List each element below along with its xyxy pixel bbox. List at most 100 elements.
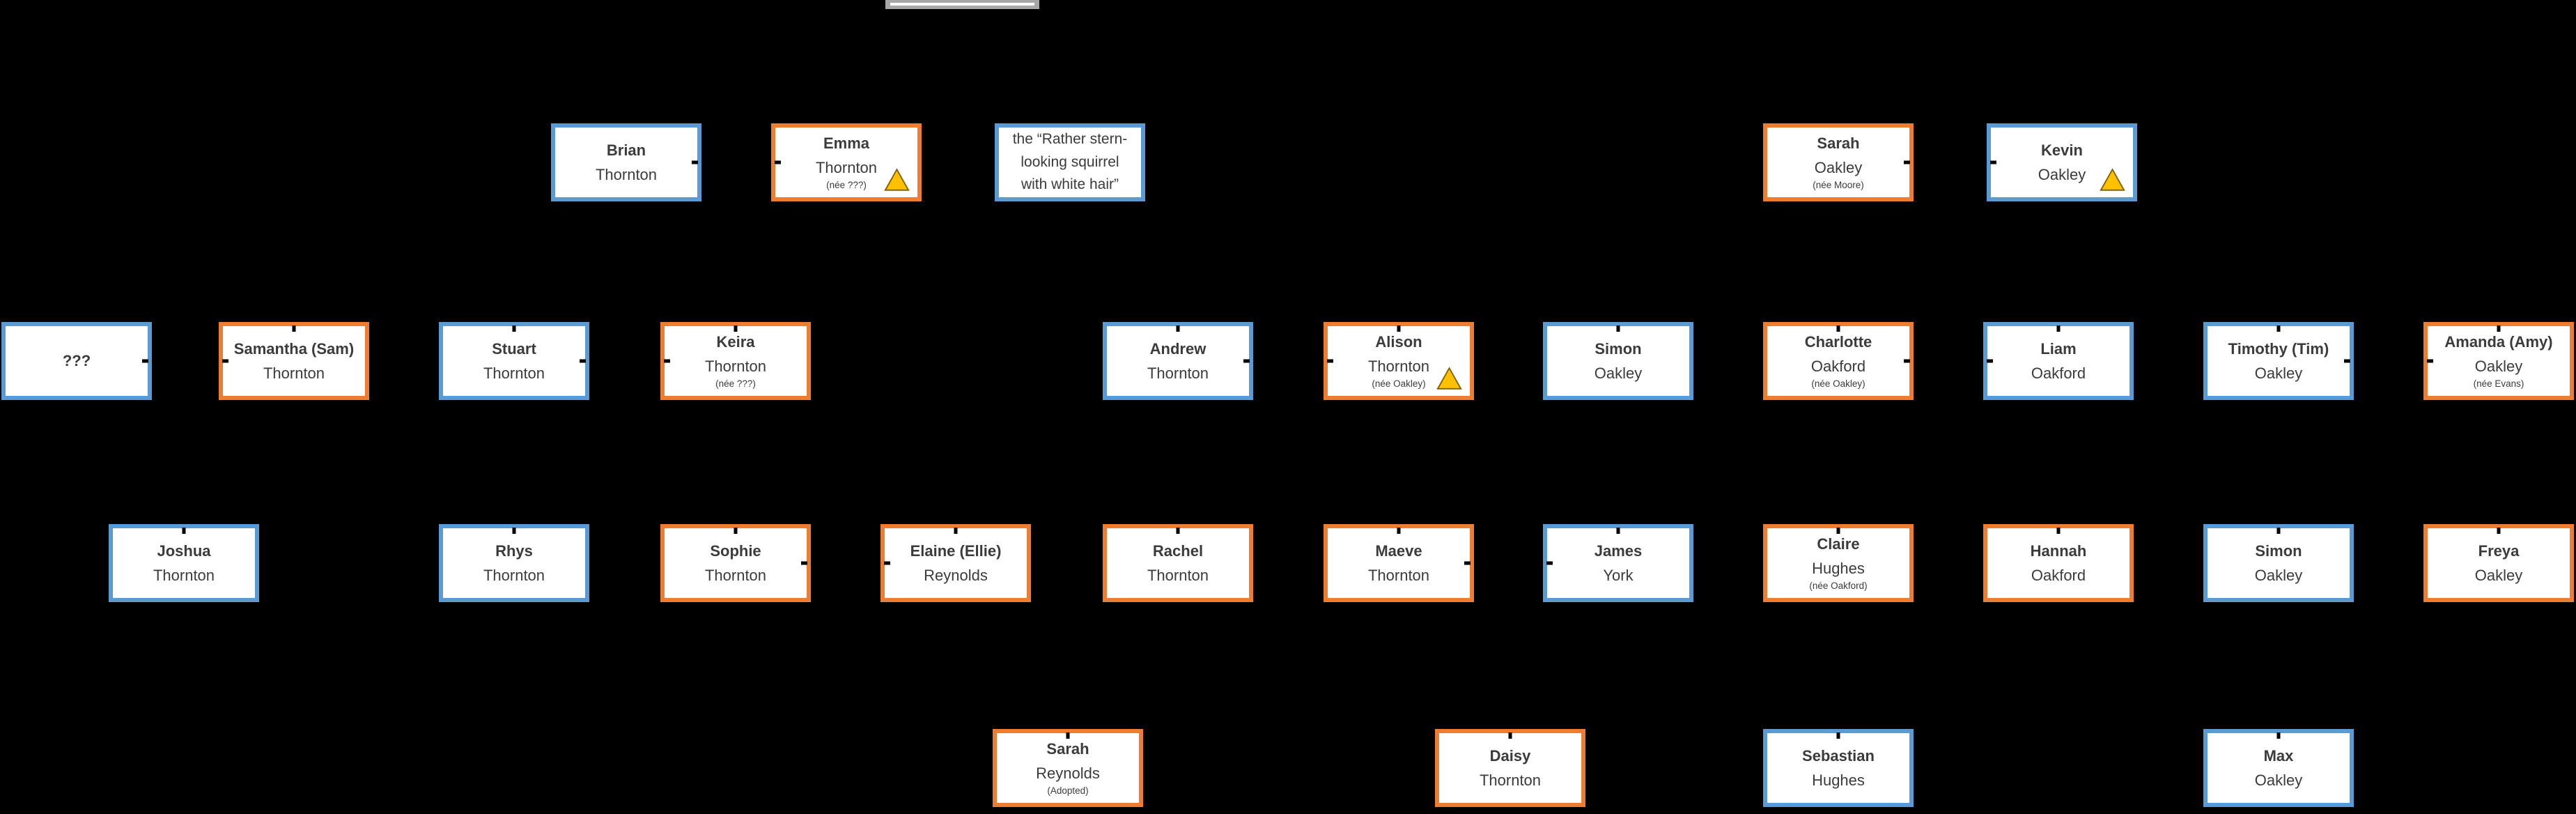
person-first-name: Keira	[716, 332, 755, 351]
person-surname: Hughes	[1812, 559, 1865, 577]
connector-stub-top-icon	[954, 528, 958, 534]
person-first-name: Timothy (Tim)	[2228, 339, 2329, 358]
connector-stub-top-icon	[1836, 528, 1840, 534]
person-first-name: Rhys	[495, 542, 533, 560]
person-box-kevin[interactable]: Kevin Oakley	[1987, 123, 2137, 201]
person-box-sophie[interactable]: Sophie Thornton	[660, 524, 811, 602]
person-box-timothy[interactable]: Timothy (Tim) Oakley	[2203, 322, 2354, 400]
person-maiden-note: (née Oakley)	[1372, 378, 1426, 390]
connector-stub-left-icon	[775, 160, 781, 164]
person-first-name: Samantha (Sam)	[233, 339, 355, 358]
person-box-emma[interactable]: Emma Thornton (née ???)	[771, 123, 922, 201]
connector-stub-right-icon	[1904, 359, 1910, 363]
person-first-name: Elaine (Ellie)	[910, 542, 1002, 560]
person-box-samantha[interactable]: Samantha (Sam) Thornton	[219, 322, 369, 400]
person-first-name: Brian	[606, 141, 646, 159]
person-box-keira[interactable]: Keira Thornton (née ???)	[660, 322, 811, 400]
connector-stub-top-icon	[734, 528, 738, 534]
person-box-joshua[interactable]: Joshua Thornton	[109, 524, 259, 602]
person-box-freya[interactable]: Freya Oakley	[2423, 524, 2574, 602]
person-box-simon-oakley-sr[interactable]: Simon Oakley	[1543, 322, 1693, 400]
connector-stub-top-icon	[2276, 528, 2281, 534]
person-box-simon-oakley-jr[interactable]: Simon Oakley	[2203, 524, 2354, 602]
connector-stub-top-icon	[1176, 325, 1180, 332]
connector-stub-left-icon	[1987, 359, 1993, 363]
connector-stub-top-icon	[1836, 732, 1840, 739]
person-box-sebastian[interactable]: Sebastian Hughes	[1763, 729, 1914, 807]
person-box-brian[interactable]: Brian Thornton	[551, 123, 701, 201]
connector-stub-top-icon	[292, 325, 296, 332]
person-box-stuart[interactable]: Stuart Thornton	[439, 322, 589, 400]
person-box-alison[interactable]: Alison Thornton (née Oakley)	[1324, 322, 1474, 400]
connector-stub-top-icon	[2276, 325, 2281, 332]
person-first-name: Emma	[823, 134, 870, 152]
person-first-name: Simon	[1595, 339, 1642, 358]
person-box-max[interactable]: Max Oakley	[2203, 729, 2354, 807]
person-box-sarah-oakley[interactable]: Sarah Oakley (née Moore)	[1763, 123, 1914, 201]
person-first-name: Sebastian	[1802, 746, 1875, 765]
person-maiden-note: (née Evans)	[2473, 378, 2524, 390]
partial-box-stripe	[890, 3, 1034, 6]
person-box-charlotte[interactable]: Charlotte Oakford (née Oakley)	[1763, 322, 1914, 400]
connector-stub-top-icon	[512, 528, 516, 534]
person-first-name: Max	[2263, 746, 2294, 765]
warning-triangle-icon	[2100, 168, 2125, 191]
person-box-rachel[interactable]: Rachel Thornton	[1103, 524, 1253, 602]
person-surname: Oakford	[2031, 566, 2086, 584]
person-surname: Thornton	[595, 165, 658, 183]
connector-stub-left-icon	[222, 359, 228, 363]
person-box-maeve[interactable]: Maeve Thornton	[1324, 524, 1474, 602]
person-description-line: the “Rather stern-	[1012, 131, 1128, 148]
connector-stub-right-icon	[692, 160, 698, 164]
person-surname: Oakley	[2254, 771, 2303, 789]
person-first-name: Liam	[2040, 339, 2077, 358]
person-maiden-note: (Adopted)	[1047, 785, 1089, 797]
person-box-elaine[interactable]: Elaine (Ellie) Reynolds	[880, 524, 1031, 602]
person-box-sarah-reynolds[interactable]: Sarah Reynolds (Adopted)	[993, 729, 1143, 807]
connector-stub-right-icon	[1243, 359, 1250, 363]
person-first-name: Amanda (Amy)	[2444, 332, 2553, 351]
connector-stub-top-icon	[1616, 325, 1620, 332]
person-maiden-note: (née ???)	[826, 180, 867, 191]
person-box-liam[interactable]: Liam Oakford	[1983, 322, 2134, 400]
person-surname: Thornton	[815, 158, 878, 176]
person-box-amanda[interactable]: Amanda (Amy) Oakley (née Evans)	[2423, 322, 2574, 400]
person-surname: Oakley	[2254, 566, 2303, 584]
person-box-claire[interactable]: Claire Hughes (née Oakford)	[1763, 524, 1914, 602]
person-box-hannah[interactable]: Hannah Oakford	[1983, 524, 2134, 602]
connector-stub-top-icon	[734, 325, 738, 332]
connector-stub-top-icon	[2497, 528, 2501, 534]
person-surname: Thornton	[1147, 364, 1209, 382]
connector-stub-left-icon	[1990, 160, 1996, 164]
person-surname: Reynolds	[1036, 764, 1100, 782]
person-first-name: Rachel	[1152, 542, 1204, 560]
person-box-andrew[interactable]: Andrew Thornton	[1103, 322, 1253, 400]
person-first-name: ???	[62, 352, 91, 370]
person-first-name: James	[1594, 542, 1643, 560]
partially-visible-collapsed-box[interactable]	[885, 0, 1039, 9]
person-surname: Thornton	[1367, 566, 1430, 584]
connector-stub-right-icon	[1904, 160, 1910, 164]
person-surname: Oakley	[1594, 364, 1643, 382]
person-first-name: Alison	[1375, 332, 1422, 351]
connector-stub-right-icon	[142, 359, 148, 363]
connector-stub-left-icon	[884, 561, 890, 565]
person-box-rhys[interactable]: Rhys Thornton	[439, 524, 589, 602]
person-box-daisy[interactable]: Daisy Thornton	[1435, 729, 1585, 807]
person-description-line: with white hair”	[1021, 176, 1119, 193]
person-surname: Oakford	[1810, 357, 1866, 375]
connector-stub-top-icon	[1616, 528, 1620, 534]
person-first-name: Simon	[2255, 542, 2302, 560]
person-surname: Hughes	[1812, 771, 1865, 789]
person-surname: Thornton	[483, 566, 545, 584]
connector-stub-top-icon	[2056, 528, 2061, 534]
person-box-james[interactable]: James York	[1543, 524, 1693, 602]
person-box-unknown-spouse[interactable]: ???	[1, 322, 152, 400]
person-first-name: Sophie	[710, 542, 761, 560]
person-first-name: Maeve	[1375, 542, 1422, 560]
connector-stub-top-icon	[2276, 732, 2281, 739]
person-surname: Thornton	[1367, 357, 1430, 375]
person-surname: Thornton	[1479, 771, 1542, 789]
connector-stub-top-icon	[1508, 732, 1512, 739]
